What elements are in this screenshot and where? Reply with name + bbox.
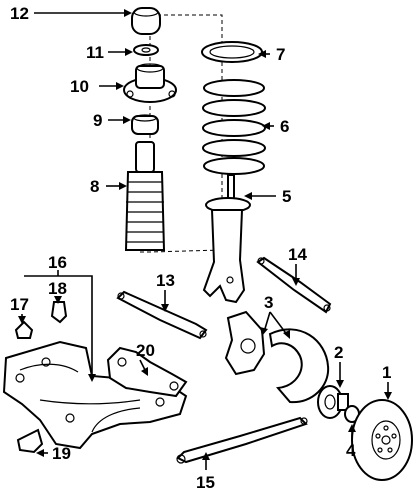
callout-14: 14 [288,245,307,264]
callout-9: 9 [93,111,102,130]
lower-control-arm [116,290,208,340]
brake-rotor [351,399,413,481]
spring-insulator [201,41,263,63]
strut-upper-mount [123,63,177,103]
wheel-hub [317,385,349,419]
callout-11: 11 [86,43,104,62]
callout-17: 17 [10,295,29,314]
callout-4: 4 [346,441,356,460]
strut-top-cap [131,7,161,35]
coil-spring [202,79,266,175]
crossmember-bushing [50,301,68,324]
strut-bearing [131,114,159,135]
callout-16: 16 [48,253,67,272]
callout-7: 7 [276,45,285,64]
leader-lines [18,9,392,470]
callout-5: 5 [282,187,291,206]
callout-8: 8 [90,177,99,196]
callout-20: 20 [136,341,155,360]
knuckle-and-shield [224,310,330,404]
callout-12: 12 [10,4,29,23]
crossmember-bolt [14,320,34,339]
trailing-link [176,416,308,464]
callout-13: 13 [156,271,175,290]
strut-washer [133,44,159,56]
rear-crossmember [2,340,188,450]
callout-19: 19 [52,444,71,463]
callout-10: 10 [70,77,89,96]
callout-18: 18 [48,279,67,298]
callout-3: 3 [264,293,273,312]
callout-1: 1 [382,363,391,382]
lateral-link [256,256,332,314]
callout-6: 6 [280,117,289,136]
callout-15: 15 [196,473,215,492]
crossmember-mount [16,428,44,454]
strut-dust-boot [124,141,166,251]
strut-assembly [202,174,251,304]
callout-2: 2 [334,343,343,362]
